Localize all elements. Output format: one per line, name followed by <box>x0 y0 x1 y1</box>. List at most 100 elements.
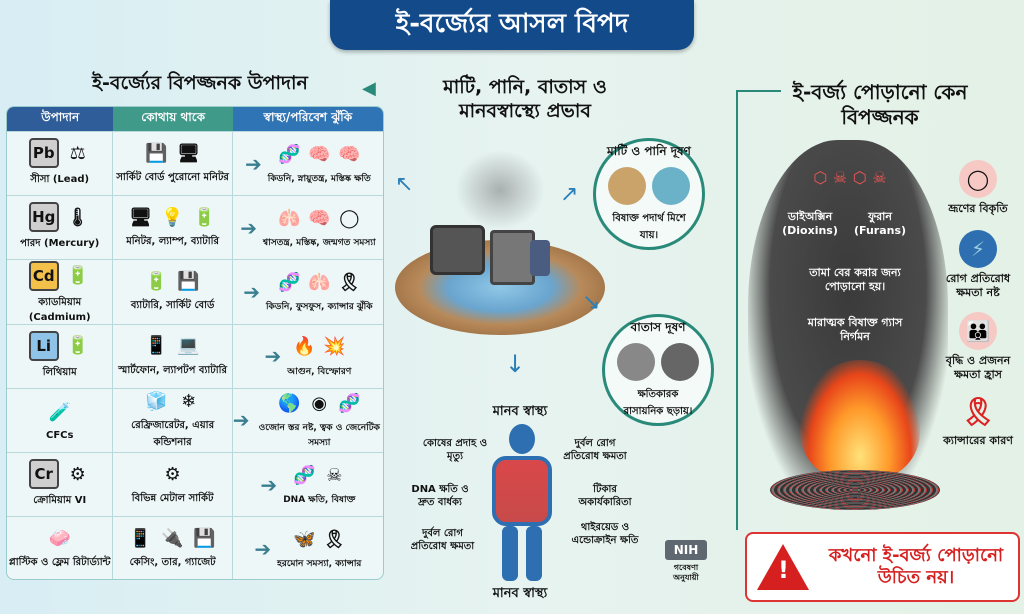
effect-item: 👪বৃদ্ধি ও প্রজনন ক্ষমতা হ্রাস <box>935 312 1021 382</box>
arrow-right-icon: ➔ <box>264 344 282 369</box>
air-text: ক্ষতিকারক রাসায়নিক ছড়ায়। <box>623 389 693 417</box>
effect-item: 🎗ক্যান্সারের কারণ <box>935 392 1021 448</box>
risk-text: শ্বাসতন্ত্র, মস্তিষ্ক, জন্মগত সমস্যা <box>262 238 376 249</box>
soil-water-title: মাটি ও পানি দূষণ <box>607 144 691 158</box>
right-heading: ই-বর্জ্য পোড়ানো কেন বিপজ্জনক <box>792 80 968 129</box>
air-title: বাতাস দূষণ <box>630 320 686 334</box>
dioxins-label: ডাইঅক্সিন (Dioxins) <box>782 210 838 238</box>
risk-icon: ◯ <box>339 207 360 229</box>
source-text: কেসিং, তার, গ্যাজেট <box>129 557 216 569</box>
risk-text: কিডনি, স্নায়ুতন্ত্র, মস্তিষ্ক ক্ষতি <box>267 174 371 185</box>
element-name: পারদ (Mercury) <box>20 238 100 250</box>
source-icon: ❄ <box>181 390 197 412</box>
risk-icon: 🎗 <box>322 528 346 550</box>
element-icon: ⚙ <box>69 463 86 485</box>
arrow-right-icon: ➔ <box>243 279 260 304</box>
col-header: কোথায় থাকে <box>113 107 233 131</box>
col-header: উপাদান <box>7 107 114 131</box>
risk-text: হরমোন সমস্যা, ক্যান্সার <box>277 559 362 570</box>
cables-pile-icon <box>770 470 940 510</box>
source-icon: 🧊 <box>145 390 168 412</box>
warning-text: কখনো ই-বর্জ্য পোড়ানো উচিত নয়। <box>828 544 1004 589</box>
nih-logo: NIH <box>665 540 707 560</box>
risk-icon: 🫁 <box>308 271 331 293</box>
cancer-ribbon-icon: 🎗 <box>960 394 996 428</box>
element-symbol: Pb <box>28 138 59 169</box>
tv-icon <box>430 225 485 275</box>
source-icon: 💻 <box>177 335 200 357</box>
source-icon: 💾 <box>193 527 216 549</box>
element-symbol: Cr <box>28 459 59 490</box>
risk-icon: 💥 <box>323 336 346 358</box>
arrow-right-icon: ➔ <box>232 408 250 433</box>
soil-water-pollution: মাটি ও পানি দূষণ বিষাক্ত পদার্থ মিশে যায… <box>593 138 705 250</box>
nih-badge: NIH গবেষণা অনুযায়ী <box>665 540 707 583</box>
effect-item: ◯ভ্রূণের বিকৃতি <box>935 160 1021 216</box>
risk-icon: 🫁 <box>278 207 301 229</box>
table-row: Pb⚖সীসা (Lead) 💾🖥সার্কিট বোর্ড পুরোনো মন… <box>7 131 383 196</box>
soil-icon <box>608 167 646 205</box>
arrow-right-icon: ➔ <box>245 151 262 176</box>
risk-icon: 🧠 <box>338 143 361 165</box>
source-text: সার্কিট বোর্ড পুরোনো মনিটর <box>116 172 229 184</box>
smoke-icon <box>455 150 545 230</box>
broken-shield-icon: ⚡ <box>959 230 997 268</box>
arrow-icon: ↖ <box>395 172 414 197</box>
air-pollution: বাতাস দূষণ ক্ষতিকারক রাসায়নিক ছড়ায়। <box>602 314 714 426</box>
risk-icon: 🧠 <box>308 143 331 165</box>
risk-icon: 🌎 <box>278 392 301 414</box>
divider <box>736 90 781 92</box>
arrow-left-icon: ◀ <box>362 78 376 99</box>
fire-illustration <box>800 360 920 480</box>
source-text: ব্যাটারি, সার্কিট বোর্ড <box>130 300 215 312</box>
effect-label: বৃদ্ধি ও প্রজনন ক্ষমতা হ্রাস <box>945 354 1011 381</box>
body-label: দুর্বল রোগ প্রতিরোধ ক্ষমতা <box>410 528 475 552</box>
arrow-icon: ↗ <box>560 182 579 207</box>
source-icon: 🔌 <box>161 527 184 549</box>
arrow-down-icon: ↓ <box>505 350 526 378</box>
arrow-right-icon: ➔ <box>254 536 272 561</box>
source-text: বিভিন্ন মেটাল সার্কিট <box>131 493 214 505</box>
source-icon: 📱 <box>145 335 168 357</box>
element-symbol: Hg <box>28 202 59 233</box>
source-text: রেফ্রিজারেটর, এয়ার কন্ডিশনার <box>131 420 215 449</box>
hazard-table: উপাদান কোথায় থাকে স্বাস্থ্য/পরিবেশ ঝুঁক… <box>6 106 384 580</box>
source-text: মনিটর, ল্যাম্প, ব্যাটারি <box>126 236 220 248</box>
risk-icon: 🧠 <box>308 207 331 229</box>
source-icon: 💡 <box>161 206 184 228</box>
nih-text: গবেষণা অনুযায়ী <box>673 563 699 582</box>
body-label: দুর্বল রোগ প্রতিরোধ ক্ষমতা <box>563 438 627 462</box>
source-icon: 📱 <box>129 527 152 549</box>
source-icon: 🔋 <box>145 270 168 292</box>
element-symbol: Li <box>28 330 59 361</box>
risk-text: DNA ক্ষতি, বিষাক্ত <box>283 495 356 506</box>
human-health-title: মানব স্বাস্থ্য <box>492 404 548 419</box>
title-banner: ই-বর্জ্যের আসল বিপদ <box>330 0 694 50</box>
risk-icon: 🔥 <box>293 336 316 358</box>
table-row: 🧼প্লাস্টিক ও ফ্লেম রিটার্ড্যান্ট 📱🔌💾কেসি… <box>7 516 383 579</box>
element-icon: 🔋 <box>66 265 89 287</box>
risk-text: ওজোন স্তর নষ্ট, ত্বক ও জেনেটিক সমস্যা <box>258 423 380 449</box>
table-row: Li🔋লিথিয়াম 📱💻স্মার্টফোন, ল্যাপটপ ব্যাটা… <box>7 323 383 388</box>
risk-icon: 🧬 <box>278 271 301 293</box>
risk-text: আগুন, বিস্ফোরণ <box>287 366 352 377</box>
element-symbol: Cd <box>28 260 59 291</box>
risk-icon: 🧬 <box>338 392 361 414</box>
table-row: Cd🔋ক্যাডমিয়াম (Cadmium) 🔋💾ব্যাটারি, সার… <box>7 259 383 324</box>
table-row: Hg🌡পারদ (Mercury) 🖥💡🔋মনিটর, ল্যাম্প, ব্য… <box>7 195 383 260</box>
smoke-icon <box>661 343 699 381</box>
risk-icon: 🦋 <box>293 528 316 550</box>
effect-label: রোগ প্রতিরোধ ক্ষমতা নষ্ট <box>945 272 1011 299</box>
body-label: DNA ক্ষতি ও দ্রুত বার্ধক্য <box>411 484 469 508</box>
element-icon: 🌡 <box>66 206 90 228</box>
arrow-right-icon: ➔ <box>260 472 278 497</box>
element-name: ক্যাডমিয়াম (Cadmium) <box>28 296 91 323</box>
source-text: স্মার্টফোন, ল্যাপটপ ব্যাটারি <box>118 364 227 376</box>
risk-text: কিডনি, ফুসফুস, ক্যান্সার ঝুঁকি <box>265 302 373 313</box>
element-name: সীসা (Lead) <box>30 174 90 186</box>
risk-icon: 🧬 <box>278 143 301 165</box>
element-name: লিথিয়াম <box>42 366 77 378</box>
warning-box: ! কখনো ই-বর্জ্য পোড়ানো উচিত নয়। <box>745 532 1020 602</box>
col-header: স্বাস্থ্য/পরিবেশ ঝুঁকি <box>232 107 383 131</box>
source-icon: 🔋 <box>193 206 216 228</box>
